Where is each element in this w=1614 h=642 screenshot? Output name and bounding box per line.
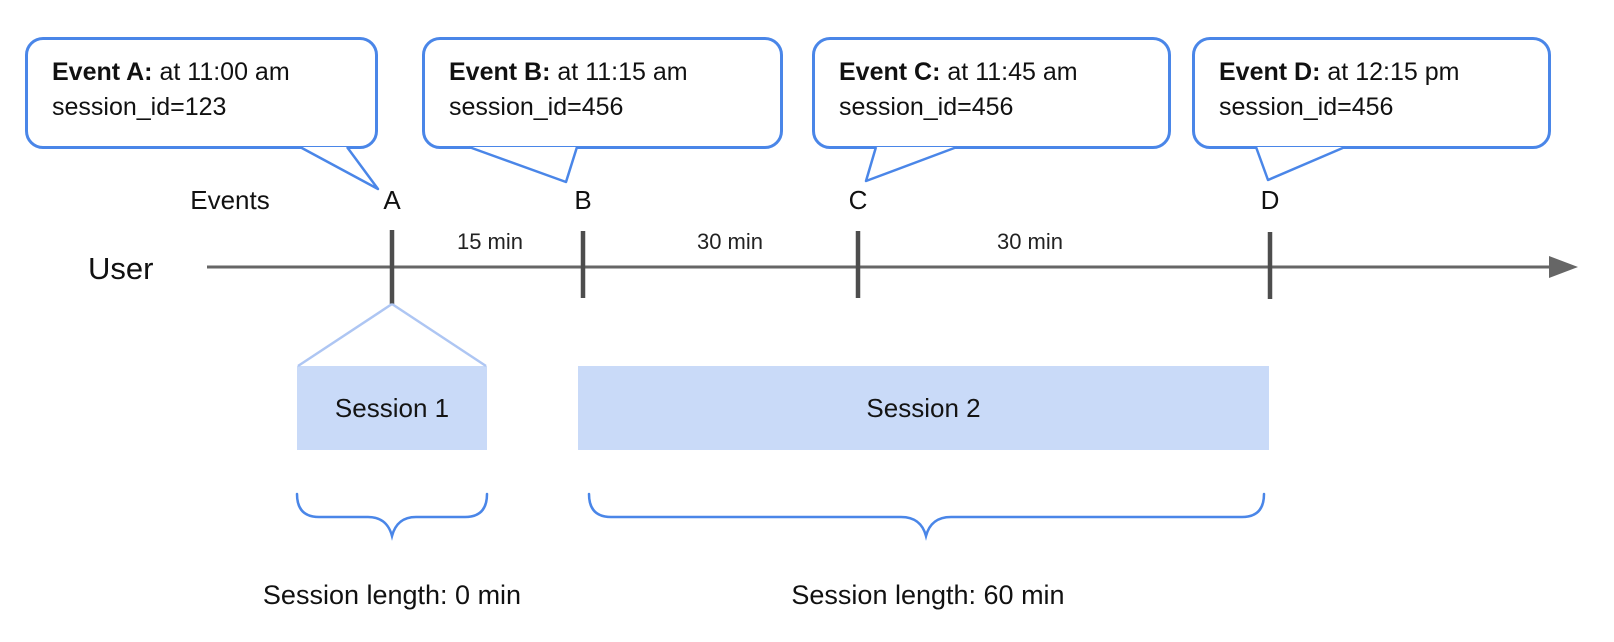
event-b-letter: B	[574, 185, 592, 215]
interval-b-c-label: 30 min	[696, 229, 764, 254]
event-b-callout-line1: Event B:at 11:15 am	[449, 58, 688, 86]
session-2-brace	[587, 492, 1266, 541]
event-d-callout-line2: session_id=456	[1219, 93, 1394, 121]
session-1-brace	[295, 492, 489, 541]
interval-c-d-label: 30 min	[996, 229, 1064, 254]
event-a-callout: Event A:at 11:00 am session_id=123	[25, 37, 378, 149]
event-c-callout: Event C:at 11:45 am session_id=456	[812, 37, 1171, 149]
interval-a-b-label: 15 min	[456, 229, 524, 254]
timeline-arrowhead-icon	[1549, 256, 1578, 278]
event-a-letter: A	[383, 185, 401, 215]
event-b-callout-line2: session_id=456	[449, 93, 624, 121]
session-2-bar: Session 2	[578, 366, 1269, 450]
events-axis-label: Events	[190, 185, 270, 215]
event-b-callout: Event B:at 11:15 am session_id=456	[422, 37, 783, 149]
event-c-callout-tail	[864, 145, 958, 183]
event-d-callout: Event D:at 12:15 pm session_id=456	[1192, 37, 1551, 149]
session-1-connector-right	[391, 302, 487, 368]
event-d-callout-line1: Event D:at 12:15 pm	[1219, 58, 1460, 86]
event-d-callout-tail	[1254, 145, 1346, 182]
session-1-label: Session 1	[334, 392, 450, 423]
event-a-callout-tail	[299, 145, 380, 191]
event-c-callout-line2: session_id=456	[839, 93, 1014, 121]
event-c-callout-line1: Event C:at 11:45 am	[839, 58, 1078, 86]
event-c-letter: C	[848, 185, 868, 215]
event-d-letter: D	[1260, 185, 1280, 215]
event-a-callout-line1: Event A:at 11:00 am	[52, 58, 290, 86]
session-2-length-label: Session length: 60 min	[791, 580, 1065, 610]
session-1-bar: Session 1	[297, 366, 487, 450]
session-1-connector-left	[297, 302, 393, 368]
user-axis-label: User	[88, 251, 154, 286]
event-b-callout-tail	[468, 145, 579, 184]
session-1-length-label: Session length: 0 min	[262, 580, 522, 610]
session-2-label: Session 2	[866, 392, 981, 423]
event-a-callout-line2: session_id=123	[52, 93, 227, 121]
